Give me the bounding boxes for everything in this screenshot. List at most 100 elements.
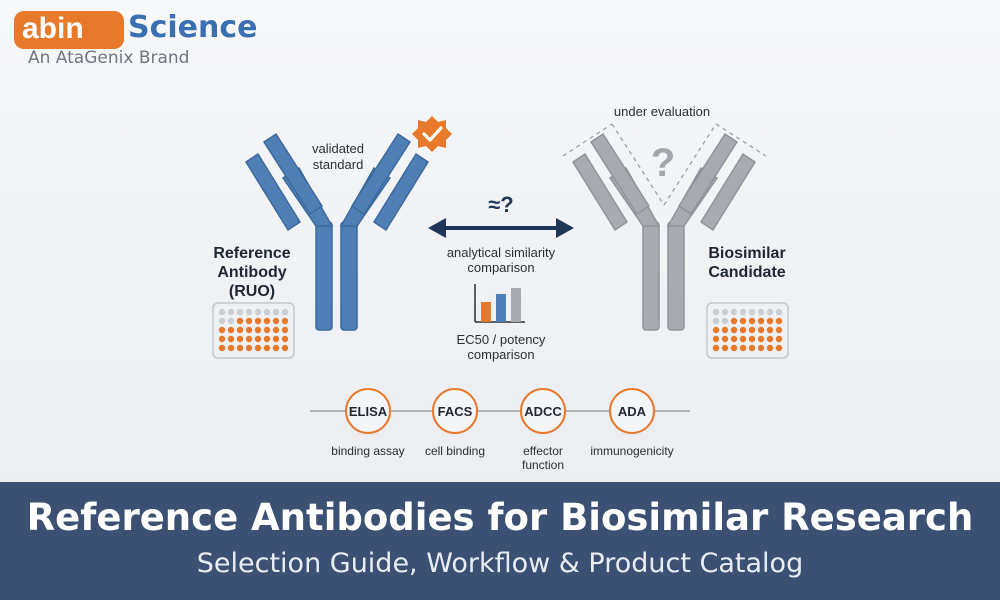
plate-well [281, 308, 289, 316]
reference-antibody-icon [244, 132, 430, 331]
assay-adcc[interactable]: ADCC effector function [520, 388, 566, 472]
assay-ada[interactable]: ADA immunogenicity [590, 388, 674, 458]
plate-well [227, 308, 235, 316]
check-badge-icon [412, 116, 452, 152]
assay-desc: effector [523, 444, 563, 458]
plate-well [739, 308, 747, 316]
plate-well [739, 317, 747, 325]
comparison-line-1: analytical similarity [447, 245, 556, 260]
assay-name: ADA [618, 404, 647, 419]
plate-well [721, 335, 729, 343]
plate-well [227, 344, 235, 352]
reference-plate-icon [212, 302, 295, 359]
logo-mark: abin [22, 12, 84, 45]
plate-well [281, 344, 289, 352]
plate-well [748, 317, 756, 325]
banner-title: Reference Antibodies for Biosimilar Rese… [26, 496, 974, 539]
plate-well [254, 317, 262, 325]
assay-name: FACS [438, 404, 473, 419]
plate-well [254, 335, 262, 343]
plate-well [766, 317, 774, 325]
assay-elisa[interactable]: ELISA binding assay [331, 388, 405, 458]
plate-well [757, 317, 765, 325]
plate-well [227, 326, 235, 334]
plate-well [281, 335, 289, 343]
plate-well [730, 326, 738, 334]
plate-well [766, 308, 774, 316]
plate-well [272, 317, 280, 325]
plate-well [218, 344, 226, 352]
bar-chart-icon [474, 284, 525, 323]
plate-well [721, 317, 729, 325]
plate-well [721, 326, 729, 334]
plate-well [263, 308, 271, 316]
plate-well [730, 317, 738, 325]
plate-well [721, 308, 729, 316]
banner-subtitle: Selection Guide, Workflow & Product Cata… [196, 548, 804, 579]
plate-well [721, 344, 729, 352]
plate-well [739, 344, 747, 352]
plate-well [748, 335, 756, 343]
plate-well [712, 335, 720, 343]
plate-well [218, 317, 226, 325]
plate-well [766, 344, 774, 352]
potency-line-1: EC50 / potency [457, 332, 546, 347]
assay-desc: immunogenicity [590, 444, 673, 458]
assay-name: ADCC [524, 404, 562, 419]
evaluation-frame [562, 123, 767, 206]
plate-well [218, 326, 226, 334]
plate-well [757, 335, 765, 343]
plate-well [712, 326, 720, 334]
plate-well [739, 326, 747, 334]
plate-well [757, 326, 765, 334]
assay-desc: binding assay [331, 444, 404, 458]
plate-well [712, 308, 720, 316]
plate-well [245, 335, 253, 343]
plate-well [254, 308, 262, 316]
plate-well [281, 326, 289, 334]
plate-well [263, 317, 271, 325]
plate-well [245, 317, 253, 325]
assay-desc: cell binding [425, 444, 485, 458]
logo-badge: abin [14, 11, 124, 49]
plate-well [712, 317, 720, 325]
biosimilar-label-2: Candidate [708, 264, 785, 281]
plate-well [748, 308, 756, 316]
plate-well [775, 326, 783, 334]
plate-well [245, 308, 253, 316]
plate-well [218, 308, 226, 316]
plate-well [730, 335, 738, 343]
plate-well [748, 344, 756, 352]
reference-label-1: Reference [213, 245, 290, 262]
biosimilar-antibody-icon [571, 132, 757, 331]
plate-well [272, 308, 280, 316]
double-arrow-icon [428, 218, 574, 238]
plate-well [236, 335, 244, 343]
plate-well [775, 335, 783, 343]
plate-well [748, 326, 756, 334]
potency-line-2: comparison [467, 347, 534, 362]
plate-well [272, 335, 280, 343]
assay-facs[interactable]: FACS cell binding [425, 388, 485, 458]
plate-well [263, 326, 271, 334]
plate-well [254, 344, 262, 352]
plate-well [712, 344, 720, 352]
plate-well [730, 308, 738, 316]
plate-well [236, 308, 244, 316]
plate-well [775, 317, 783, 325]
assay-name: ELISA [349, 404, 388, 419]
plate-well [739, 335, 747, 343]
logo-word: Science [128, 10, 258, 45]
workflow-diagram: validated standard Reference Antibody (R… [212, 104, 789, 472]
plate-well [272, 344, 280, 352]
plate-well [272, 326, 280, 334]
plate-well [236, 317, 244, 325]
plate-well [766, 326, 774, 334]
logo-tagline: An AtaGenix Brand [28, 48, 190, 68]
reference-label-2: Antibody [217, 264, 286, 281]
brand-logo[interactable]: abin Science An AtaGenix Brand [14, 6, 258, 68]
biosimilar-note: under evaluation [614, 104, 710, 119]
plate-well [236, 326, 244, 334]
reference-label-3: (RUO) [229, 283, 275, 300]
question-mark-icon: ? [651, 141, 675, 185]
